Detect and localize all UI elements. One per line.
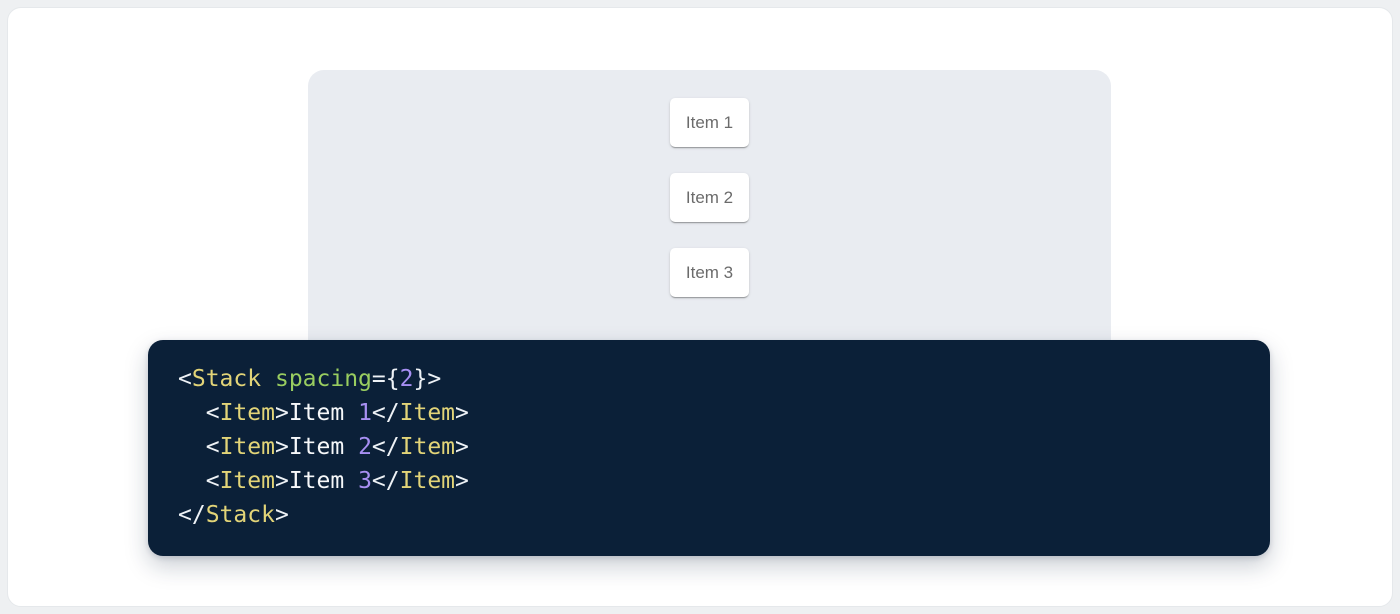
code-token-punct: > <box>455 468 469 494</box>
stack-item: Item 2 <box>669 173 750 222</box>
code-token-number: 2 <box>358 434 372 460</box>
code-token-punct: = <box>371 366 386 392</box>
code-token-attr: spacing <box>274 366 372 392</box>
code-token-tag: Stack <box>205 502 275 528</box>
code-token-tag: Stack <box>191 366 262 392</box>
code-line: <Item>Item 1</Item> <box>178 396 1240 430</box>
code-token-plain <box>261 366 275 392</box>
code-token-tag: Item <box>399 434 456 460</box>
code-token-punct: </ <box>371 400 400 426</box>
demo-preview-panel: Item 1 Item 2 Item 3 <box>308 70 1111 380</box>
code-token-punct: { <box>385 366 400 392</box>
code-line: <Stack spacing={2}> <box>178 362 1240 396</box>
stack-item: Item 1 <box>669 98 750 147</box>
code-token-punct: </ <box>371 434 400 460</box>
code-block: <Stack spacing={2}> <Item>Item 1</Item> … <box>148 340 1270 556</box>
code-token-plain: Item <box>288 468 359 494</box>
code-token-punct: </ <box>178 502 206 528</box>
code-token-tag: Item <box>399 468 456 494</box>
stack-item: Item 3 <box>669 248 750 297</box>
code-token-punct: > <box>274 400 289 426</box>
code-token-punct: < <box>205 434 220 460</box>
code-token-punct: } <box>413 366 428 392</box>
code-token-punct: > <box>455 400 469 426</box>
code-token-punct: > <box>455 434 469 460</box>
code-token-number: 1 <box>358 400 372 426</box>
stack-demo: Item 1 Item 2 Item 3 <box>308 98 1111 297</box>
code-token-punct: > <box>274 468 289 494</box>
code-token-plain <box>178 468 206 494</box>
code-token-punct: > <box>274 434 289 460</box>
code-token-punct: < <box>205 400 220 426</box>
code-token-punct: < <box>178 366 192 392</box>
code-token-plain <box>178 400 206 426</box>
code-line: <Item>Item 3</Item> <box>178 464 1240 498</box>
code-content: <Stack spacing={2}> <Item>Item 1</Item> … <box>178 362 1240 532</box>
code-token-number: 2 <box>399 366 414 392</box>
code-token-number: 3 <box>358 468 372 494</box>
code-token-tag: Item <box>219 468 275 494</box>
code-line: <Item>Item 2</Item> <box>178 430 1240 464</box>
code-token-tag: Item <box>399 400 456 426</box>
code-token-plain: Item <box>288 400 359 426</box>
code-token-punct: </ <box>371 468 400 494</box>
code-token-plain: Item <box>288 434 359 460</box>
code-token-punct: > <box>274 502 289 528</box>
code-token-tag: Item <box>219 434 275 460</box>
code-line: </Stack> <box>178 498 1240 532</box>
code-token-plain <box>178 434 206 460</box>
code-token-punct: < <box>205 468 220 494</box>
code-token-tag: Item <box>219 400 275 426</box>
code-token-punct: > <box>427 366 442 392</box>
